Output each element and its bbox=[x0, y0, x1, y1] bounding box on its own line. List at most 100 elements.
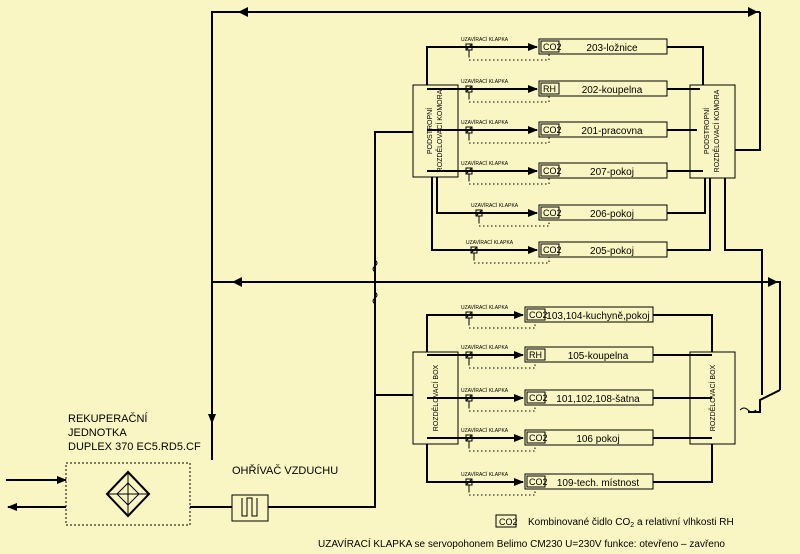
damper-blade bbox=[465, 478, 473, 486]
control-line bbox=[468, 489, 536, 496]
room-branch-upper-4: CO2 207-pokoj UZAVÍRACÍ KLAPKA bbox=[427, 160, 703, 185]
damper-label: UZAVÍRACÍ KLAPKA bbox=[466, 239, 514, 246]
main-ducts bbox=[6, 7, 781, 511]
control-line bbox=[473, 257, 550, 264]
damper-label: UZAVÍRACÍ KLAPKA bbox=[461, 78, 509, 85]
control-line bbox=[468, 445, 536, 452]
sensor-label: CO2 bbox=[529, 433, 548, 443]
sensor-box bbox=[540, 40, 560, 53]
sensor-label: CO2 bbox=[543, 125, 562, 135]
damper-blade bbox=[470, 246, 478, 254]
sensor-label: CO2 bbox=[543, 166, 562, 176]
legend-sensor-symbol: CO2 bbox=[499, 517, 518, 527]
legend-sensor-text: Kombinované čidlo CO2 a relativní vlhkos… bbox=[528, 517, 734, 529]
damper-label: UZAVÍRACÍ KLAPKA bbox=[461, 471, 509, 478]
damper-blade bbox=[475, 209, 483, 217]
control-line bbox=[468, 178, 550, 185]
damper-blade bbox=[465, 311, 473, 319]
damper-label: UZAVÍRACÍ KLAPKA bbox=[461, 119, 509, 126]
control-line bbox=[468, 54, 550, 61]
damper-blade bbox=[465, 351, 473, 359]
control-line bbox=[478, 220, 550, 227]
room-name: 109-tech. místnost bbox=[557, 478, 639, 489]
unit-label-line2: JEDNOTKA bbox=[68, 427, 127, 439]
damper-blade bbox=[465, 434, 473, 442]
legend-sensor-text-b: a relativní vlhkosti RH bbox=[634, 517, 733, 528]
sensor-label: CO2 bbox=[529, 477, 548, 487]
sensor-box bbox=[540, 82, 560, 95]
lower-right-box-label: ROZDĚLOVACÍ BOX bbox=[708, 364, 717, 431]
room-name: 206-pokoj bbox=[590, 209, 634, 220]
room-name: 105-koupelna bbox=[568, 351, 629, 362]
upper-right-chamber-line1: PODSTROPNÍ bbox=[702, 108, 711, 154]
damper-label: UZAVÍRACÍ KLAPKA bbox=[461, 160, 509, 167]
control-line bbox=[468, 405, 536, 412]
exhaust-line bbox=[653, 314, 713, 352]
legend-sensor-text-a: Kombinované čidlo CO bbox=[528, 517, 630, 528]
room-name: 201-pracovna bbox=[581, 126, 643, 137]
damper-label: UZAVÍRACÍ KLAPKA bbox=[461, 427, 509, 434]
sensor-label: CO2 bbox=[543, 42, 562, 52]
room-name: 203-ložnice bbox=[586, 43, 638, 54]
damper-blade bbox=[465, 394, 473, 402]
sensor-box bbox=[540, 123, 560, 136]
sensor-label: CO2 bbox=[529, 393, 548, 403]
control-line bbox=[468, 96, 550, 103]
sensor-box bbox=[526, 308, 546, 321]
room-branch-upper-2: RH 202-koupelna UZAVÍRACÍ KLAPKA bbox=[427, 78, 700, 103]
damper-label: UZAVÍRACÍ KLAPKA bbox=[461, 304, 509, 311]
heater-label: OHŘÍVAČ VZDUCHU bbox=[232, 464, 338, 477]
sensor-label: CO2 bbox=[543, 245, 562, 255]
recuperation-unit: REKUPERAČNÍ JEDNOTKA DUPLEX 370 EC5.RD5.… bbox=[65, 412, 201, 526]
legend-damper-text: UZAVÍRACÍ KLAPKA se servopohonem Belimo … bbox=[318, 537, 725, 550]
sensor-label: RH bbox=[543, 84, 556, 94]
room-branch-lower-5: CO2 109-tech. místnost UZAVÍRACÍ KLAPKA bbox=[426, 444, 713, 496]
legend-sensor-text-sub: 2 bbox=[630, 522, 634, 529]
unit-label-line3: DUPLEX 370 EC5.RD5.CF bbox=[68, 441, 201, 453]
legend: CO2 Kombinované čidlo CO2 a relativní vl… bbox=[318, 514, 734, 550]
damper-blade bbox=[465, 85, 473, 93]
sensor-box bbox=[540, 164, 560, 177]
room-name: 101,102,108-šatna bbox=[556, 394, 640, 405]
sensor-box bbox=[526, 431, 546, 444]
sensor-label: RH bbox=[529, 350, 542, 360]
unit-label-line1: REKUPERAČNÍ bbox=[68, 412, 148, 425]
sensor-box bbox=[526, 391, 546, 404]
sensor-box bbox=[540, 243, 560, 256]
room-name: 103,104-kuchyně,pokoj bbox=[546, 311, 649, 322]
control-line bbox=[468, 137, 550, 144]
sensor-label: CO2 bbox=[543, 208, 562, 218]
damper-label: UZAVÍRACÍ KLAPKA bbox=[461, 344, 509, 351]
room-branch-lower-3: CO2 101,102,108-šatna UZAVÍRACÍ KLAPKA bbox=[427, 387, 712, 412]
exhaust-line bbox=[667, 46, 704, 85]
upper-right-chamber-line2: ROZDĚLOVACÍ KOMORA bbox=[712, 89, 721, 172]
exhaust-line bbox=[653, 444, 713, 483]
room-name: 202-koupelna bbox=[582, 85, 643, 96]
room-branch-upper-3: CO2 201-pracovna UZAVÍRACÍ KLAPKA bbox=[427, 119, 697, 144]
damper-blade bbox=[465, 167, 473, 175]
sensor-box bbox=[526, 348, 546, 361]
damper-label: UZAVÍRACÍ KLAPKA bbox=[461, 36, 509, 43]
room-name: 205-pokoj bbox=[590, 246, 634, 257]
control-line bbox=[468, 322, 536, 329]
room-branch-lower-2: RH 105-koupelna UZAVÍRACÍ KLAPKA bbox=[427, 344, 712, 369]
damper-blade bbox=[465, 43, 473, 51]
damper-blade bbox=[465, 126, 473, 134]
room-name: 207-pokoj bbox=[590, 167, 634, 178]
sensor-label: CO2 bbox=[529, 310, 548, 320]
upper-right-chamber: PODSTROPNÍ ROZDĚLOVACÍ KOMORA bbox=[689, 84, 736, 179]
room-name: 106 pokoj bbox=[576, 434, 619, 445]
sensor-box bbox=[540, 206, 560, 219]
room-branch-lower-4: CO2 106 pokoj UZAVÍRACÍ KLAPKA bbox=[427, 427, 712, 452]
exhaust-line bbox=[667, 178, 706, 214]
damper-label: UZAVÍRACÍ KLAPKA bbox=[471, 202, 519, 209]
sensor-box bbox=[526, 475, 546, 488]
control-line bbox=[468, 362, 536, 369]
damper-label: UZAVÍRACÍ KLAPKA bbox=[461, 387, 509, 394]
air-heater: OHŘÍVAČ VZDUCHU bbox=[231, 464, 338, 522]
